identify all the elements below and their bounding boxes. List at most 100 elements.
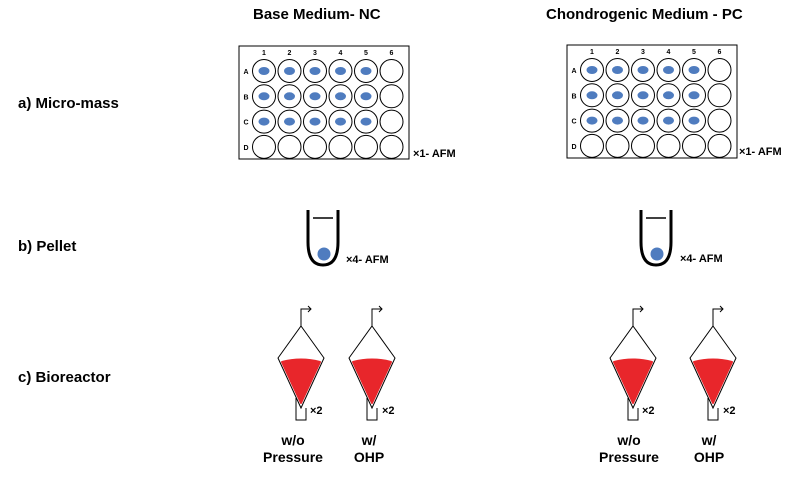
- micromass-dot: [258, 67, 270, 75]
- plate-col-label: 6: [390, 50, 394, 57]
- plate-col-label: 1: [590, 49, 594, 56]
- micromass-dot: [663, 116, 674, 125]
- condition-line2: Pressure: [263, 449, 323, 465]
- condition-line1: w/: [361, 432, 377, 448]
- micromass-dot: [586, 91, 598, 100]
- micromass-dot: [612, 91, 623, 100]
- micromass-dot: [284, 92, 295, 101]
- plate-col-label: 2: [288, 50, 292, 57]
- well: [303, 134, 327, 159]
- outlet-tube: [712, 308, 723, 326]
- condition-label-nc-w: w/ OHP: [346, 432, 392, 466]
- well: [277, 134, 302, 159]
- well: [707, 133, 732, 158]
- micromass-dot: [688, 66, 700, 74]
- micromass-dot: [284, 117, 295, 126]
- tube-body: [639, 210, 673, 267]
- well: [580, 133, 604, 158]
- micromass-dot: [258, 117, 270, 126]
- condition-line2: Pressure: [599, 449, 659, 465]
- pellet-multiplier-nc: ×4- AFM: [346, 254, 389, 266]
- medium-fill: [281, 358, 321, 404]
- outlet-tube: [300, 308, 311, 326]
- row-label-micromass: a) Micro-mass: [18, 95, 119, 112]
- plate-row-label: A: [571, 68, 576, 75]
- well: [707, 108, 732, 133]
- plate-row-label: A: [243, 69, 248, 76]
- well: [379, 59, 404, 83]
- well: [252, 134, 276, 159]
- plate-col-label: 5: [692, 49, 696, 56]
- micromass-dot: [612, 116, 623, 125]
- bioreactor-nc-w: [348, 305, 396, 421]
- medium-fill: [693, 358, 733, 404]
- micromass-dot: [335, 67, 346, 75]
- micromass-dot: [360, 117, 372, 126]
- condition-line1: w/: [701, 432, 717, 448]
- medium-fill: [613, 358, 653, 404]
- column-title-nc: Base Medium- NC: [253, 6, 381, 23]
- bioreactor-multiplier-pc-2: ×2: [723, 405, 736, 417]
- pellet-dot: [650, 247, 664, 261]
- well: [707, 58, 732, 82]
- pellet-tube-nc: [306, 210, 340, 267]
- bioreactor-pc-w: [689, 305, 737, 421]
- condition-label-nc-wo: w/o Pressure: [260, 432, 326, 466]
- outlet-arrow: [639, 305, 644, 313]
- row-label-pellet: b) Pellet: [18, 238, 77, 255]
- well: [379, 109, 404, 134]
- plate-multiplier-nc: ×1- AFM: [413, 148, 456, 160]
- bioreactor-multiplier-pc-1: ×2: [642, 405, 655, 417]
- pellet-tube-pc: [639, 210, 673, 267]
- plate-col-label: 4: [667, 49, 671, 56]
- plate-row-label: B: [571, 93, 576, 100]
- inlet-tube: [627, 398, 639, 421]
- well: [354, 134, 378, 159]
- inlet-tube: [366, 398, 378, 421]
- micromass-dot: [309, 117, 321, 126]
- inlet-tube: [295, 398, 307, 421]
- micromass-dot: [637, 66, 649, 74]
- micromass-dot: [663, 91, 674, 100]
- micromass-dot: [309, 92, 321, 101]
- micromass-dot: [586, 116, 598, 125]
- plate-col-label: 3: [641, 49, 645, 56]
- well: [605, 133, 630, 158]
- condition-line1: w/o: [281, 432, 305, 448]
- micromass-dot: [688, 116, 700, 125]
- micromass-dot: [360, 92, 372, 101]
- plate-col-label: 6: [718, 49, 722, 56]
- column-title-pc: Chondrogenic Medium - PC: [546, 6, 743, 23]
- micromass-dot: [284, 67, 295, 75]
- micromass-dot: [637, 116, 649, 125]
- bioreactor-pc-wo: [609, 305, 657, 421]
- well: [682, 133, 706, 158]
- pellet-multiplier-pc: ×4- AFM: [680, 253, 723, 265]
- micromass-dot: [586, 66, 598, 74]
- well: [656, 133, 681, 158]
- micromass-dot: [360, 67, 372, 75]
- plate-row-label: C: [571, 119, 576, 126]
- condition-line2: OHP: [353, 449, 385, 465]
- plate-col-label: 2: [616, 49, 620, 56]
- micromass-dot: [688, 91, 700, 100]
- plate-row-label: D: [243, 145, 248, 152]
- condition-label-pc-wo: w/o Pressure: [596, 432, 662, 466]
- inlet-tube: [707, 398, 719, 421]
- micromass-dot: [637, 91, 649, 100]
- pellet-dot: [317, 247, 331, 261]
- medium-fill: [352, 358, 392, 404]
- well: [379, 134, 404, 159]
- row-label-bioreactor: c) Bioreactor: [18, 369, 111, 386]
- outlet-tube: [632, 308, 643, 326]
- plate-multiplier-pc: ×1- AFM: [739, 146, 782, 158]
- tube-body: [306, 210, 340, 267]
- micromass-dot: [612, 66, 623, 74]
- well: [631, 133, 655, 158]
- plate-col-label: 4: [339, 50, 343, 57]
- plate-col-label: 3: [313, 50, 317, 57]
- micromass-dot: [663, 66, 674, 74]
- condition-line2: OHP: [693, 449, 725, 465]
